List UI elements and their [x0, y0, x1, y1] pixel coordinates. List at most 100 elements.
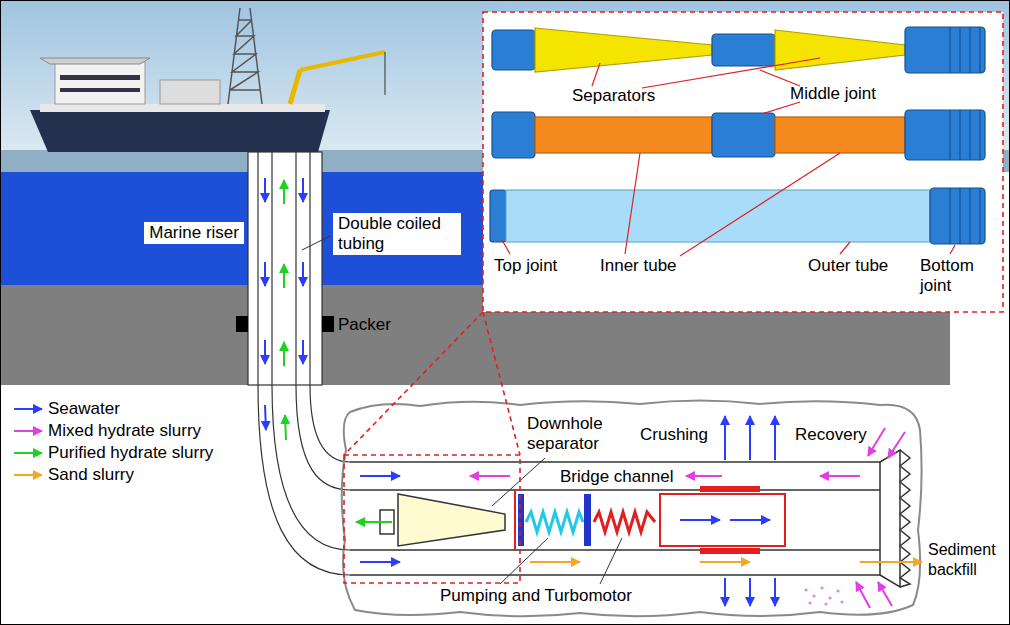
hydrate-particles — [820, 586, 823, 589]
tool-flow-arrows — [878, 582, 892, 606]
legend-arrow — [14, 408, 42, 410]
mining-tool — [350, 462, 880, 575]
inner-tube — [712, 113, 775, 157]
hydrate-particles — [812, 594, 815, 597]
part-label: Top joint — [494, 256, 557, 276]
hydrate-particles — [804, 588, 807, 591]
tool-flow-arrows — [356, 416, 922, 608]
part-label: Pumping and Turbomotor — [440, 586, 632, 606]
inset-leaders — [840, 242, 850, 254]
mining-tool — [518, 494, 524, 546]
tool-flow-arrows — [749, 578, 751, 606]
separator-tube — [712, 34, 775, 66]
process-label: Recovery — [795, 425, 867, 445]
flow-arrows — [285, 415, 286, 440]
tool-flow-arrows — [820, 475, 860, 477]
part-label: Bridge channel — [560, 467, 673, 487]
inset-leaders — [760, 70, 800, 86]
zoom-frame — [344, 455, 520, 583]
leader-lines — [500, 538, 548, 584]
mining-tool — [660, 494, 785, 546]
ship — [30, 8, 385, 152]
tool-flow-arrows — [724, 578, 726, 606]
packer — [236, 316, 334, 332]
tool-flow-arrows — [860, 561, 922, 563]
packer — [322, 316, 334, 332]
ship — [55, 62, 145, 104]
tool-flow-arrows — [470, 475, 510, 477]
label-box: Marine riser — [144, 222, 244, 244]
separator-tube — [905, 27, 985, 73]
inner-tube — [775, 117, 905, 153]
flow-arrows — [283, 180, 285, 204]
riser — [309, 152, 310, 385]
tool-flow-arrows — [680, 519, 720, 521]
zoom-frame — [344, 312, 520, 583]
flow-arrows — [302, 262, 304, 286]
riser — [295, 152, 296, 385]
inner-tube — [492, 112, 535, 158]
part-label: Outer tube — [808, 256, 888, 276]
hydrate-particles — [808, 601, 811, 604]
node-text: Marine riser — [149, 223, 239, 243]
ship — [40, 104, 325, 112]
inset-leaders — [502, 58, 955, 256]
ship — [385, 52, 386, 95]
outer-tube — [490, 188, 985, 244]
mining-tool — [700, 486, 760, 492]
process-label: Crushing — [640, 425, 708, 445]
part-label: Packer — [338, 315, 391, 335]
mining-tool — [350, 450, 910, 587]
flow-arrows — [264, 262, 266, 286]
flow-arrows — [283, 264, 285, 288]
legend-arrow — [14, 430, 42, 432]
tool-flow-arrows — [360, 561, 400, 563]
riser — [272, 385, 350, 550]
part-label: Downhole separator — [527, 414, 619, 454]
mining-tool — [526, 512, 583, 532]
process-label: Sediment backfill — [928, 540, 1000, 580]
legend-text: Sand slurry — [48, 465, 134, 485]
tool-flow-arrows — [360, 475, 400, 477]
inset-panel — [483, 12, 1003, 312]
leader-lines — [600, 538, 622, 584]
hydrate-particles — [824, 602, 827, 605]
inset-leaders — [642, 58, 820, 88]
outer-tube — [506, 190, 930, 242]
outer-tube — [950, 188, 980, 244]
outer-tube — [930, 188, 985, 244]
flow-arrows — [302, 178, 304, 202]
flow-arrows — [265, 178, 303, 440]
mining-tool — [880, 450, 900, 587]
flow-arrows — [265, 405, 266, 430]
leader-lines — [302, 236, 330, 250]
part-label: Middle joint — [790, 84, 876, 104]
part-label: Inner tube — [600, 256, 677, 276]
tool-flow-arrows — [700, 561, 750, 563]
separator-tube — [950, 27, 980, 73]
tool-flow-arrows — [888, 432, 905, 458]
tool-flow-arrows — [724, 416, 726, 460]
legend-text: Mixed hydrate slurry — [48, 421, 201, 441]
flow-arrows — [302, 340, 304, 364]
legend-arrow — [14, 474, 42, 476]
inset-leaders — [762, 102, 800, 114]
legend-text: Seawater — [48, 399, 120, 419]
hydrate-particles — [840, 600, 843, 603]
hydrate-particles — [836, 589, 839, 592]
inset-leaders — [950, 245, 955, 254]
mining-tool — [594, 512, 655, 532]
mining-tool — [514, 490, 516, 550]
tool-flow-arrows — [774, 578, 776, 606]
hydrate-particles — [804, 586, 843, 605]
tool-flow-arrows — [774, 416, 776, 460]
packer — [236, 316, 248, 332]
ship — [160, 80, 220, 104]
flow-arrows — [264, 340, 266, 364]
separator-tube — [535, 28, 712, 72]
inset-panel — [483, 12, 1003, 312]
riser — [271, 152, 272, 385]
part-label: Bottom joint — [920, 256, 990, 296]
ship — [60, 88, 140, 92]
